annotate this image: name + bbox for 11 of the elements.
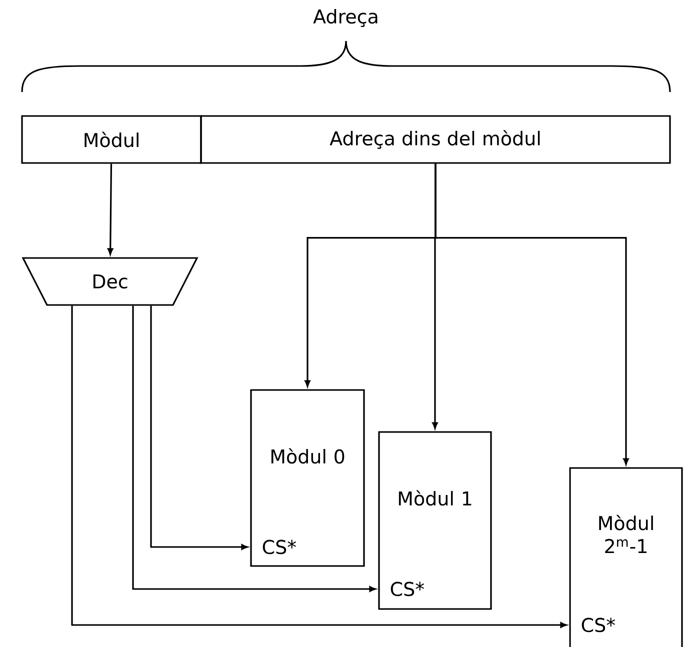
arrow (71, 306, 567, 628)
heading: Adreça (313, 8, 378, 28)
module-box: Mòdul 1 CS* (378, 431, 492, 610)
field-box: Mòdul (21, 115, 202, 164)
arrow (132, 306, 376, 592)
module-box: Mòdul 0 CS* (250, 389, 365, 567)
field-box: Adreça dins del mòdul (200, 115, 671, 164)
arrow (434, 164, 629, 465)
arrow (107, 164, 114, 255)
arrow (150, 306, 248, 550)
module-box: Mòdul 2$^{m}$-1 CS* (569, 467, 683, 647)
